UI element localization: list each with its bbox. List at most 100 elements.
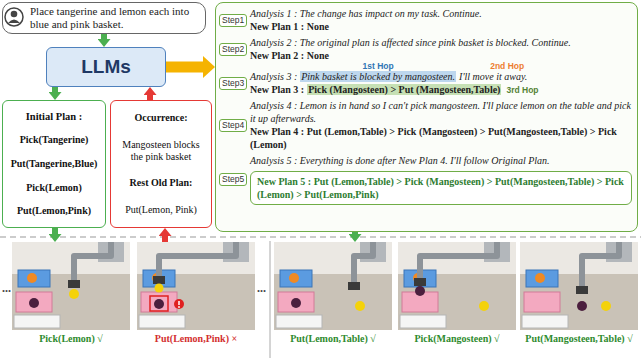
step-tag: Step4 — [219, 119, 247, 132]
robot-photo-part — [74, 242, 111, 280]
step-tag: Step1 — [219, 14, 247, 27]
photo-area — [274, 242, 392, 330]
analysis-text: Analysis 4 : Lemon is in hand so I can't… — [250, 100, 631, 124]
initial-plan-box: Initial Plan :Pick(Tangerine)Put(Tangeri… — [2, 100, 106, 228]
robot-photo-part — [178, 301, 180, 305]
divider-dashed — [0, 237, 641, 238]
robot-photo-part — [29, 298, 39, 308]
node-text: Step1 — [222, 15, 244, 26]
hop-tag: 3rd Hop — [506, 85, 538, 95]
robot-photo-part — [153, 276, 165, 284]
robot-photo-part — [582, 242, 619, 286]
ellipsis-mark: ... — [257, 281, 266, 296]
node-text: Step3 — [222, 78, 244, 89]
text-row: Analysis 2 : The original plan is affect… — [250, 36, 632, 49]
node-text: Pick(Lemon) — [7, 182, 101, 194]
step-group: Analysis 3 :Pink basket is blocked by ma… — [250, 70, 632, 96]
robot-photo-part — [150, 296, 168, 311]
text-row: New Plan 4 : Put (Lemon,Table) > Pick (M… — [250, 125, 632, 151]
step-group: Analysis 5 : Everything is done after Ne… — [250, 154, 632, 205]
plan-text: New Plan 1 : None — [250, 21, 329, 32]
photo-caption: Pick(Mangosteen) √ — [398, 330, 516, 345]
reasoning-panel: Analysis 1 : The change has impact on my… — [215, 2, 638, 232]
robot-photo-part — [12, 242, 130, 330]
robot-photo-part — [415, 286, 425, 296]
user-icon — [5, 8, 23, 26]
step-group: Analysis 2 : The original plan is affect… — [250, 36, 632, 62]
photo-frame: Put(Lemon,Table) √ — [274, 242, 392, 345]
divider-vertical — [270, 241, 271, 358]
robot-photo-part — [354, 242, 373, 282]
connector-arrow — [101, 34, 107, 39]
robot-photo-part — [274, 242, 392, 330]
text-row: Analysis 5 : Everything is done after Ne… — [250, 154, 632, 167]
node-text: New Plan 5 : Put (Lemon,Table) > Pick (M… — [257, 175, 625, 201]
hop-tag: 1st Hop — [363, 61, 394, 71]
analysis-text: I'll move it away. — [459, 71, 527, 82]
photo-caption: Put(Lemon,Table) √ — [274, 330, 392, 345]
robot-photo-part — [291, 298, 301, 308]
user-icon-part — [5, 8, 23, 26]
step-group: Analysis 4 : Lemon is in hand so I can't… — [250, 99, 632, 151]
node-text: LLMs — [81, 56, 131, 78]
text-row: Analysis 4 : Lemon is in hand so I can't… — [250, 99, 632, 125]
photo-area — [137, 242, 255, 330]
analysis-text: Analysis 2 : The original plan is affect… — [250, 37, 571, 48]
robot-photo — [274, 242, 392, 330]
panel-column: Analysis 1 : The change has impact on my… — [250, 7, 632, 208]
node-text: Step5 — [222, 174, 244, 185]
occurrence-box: Occurrence:Mangosteen blocks the pink ba… — [110, 100, 212, 228]
prompt-bubble: Place tangerine and lemon each into blue… — [2, 2, 206, 34]
robot-photo — [12, 242, 130, 330]
analysis-text: Pink basket is blocked by mangosteen. — [300, 71, 456, 82]
step-tag: Step3 — [219, 77, 247, 90]
text-row: New Plan 2 : None — [250, 49, 632, 62]
connector-arrow — [166, 62, 203, 73]
robot-photo-part — [348, 282, 360, 290]
node-text: Occurrence: — [115, 112, 207, 124]
analysis-text: Analysis 5 : Everything is done after Ne… — [250, 155, 550, 166]
plan-text: New Plan 2 : None — [250, 50, 329, 61]
photo-area — [12, 242, 130, 330]
ellipsis-mark: ... — [2, 281, 11, 296]
robot-photo-part — [68, 280, 80, 288]
text-row: New Plan 3 :Pick (Mangosteen) > Put (Man… — [250, 83, 632, 96]
connector-arrow — [162, 236, 168, 242]
node-text: Step2 — [222, 44, 244, 55]
robot-photo — [137, 242, 255, 330]
robot-photo-part — [577, 301, 587, 311]
robot-photo-part — [420, 242, 497, 278]
node-text: Step4 — [222, 120, 244, 131]
robot-photo-part — [355, 301, 365, 311]
photo-frame: Put(Lemon,Pink) × — [137, 242, 255, 345]
connector-arrow — [352, 232, 358, 234]
photo-caption: Put(Mangosteen,Table) √ — [520, 330, 638, 345]
robot-photo — [520, 242, 638, 330]
photo-frame: Pick(Lemon) √ — [12, 242, 130, 345]
robot-photo-part — [159, 242, 236, 276]
node-text: Put(Lemon,Pink) — [7, 205, 101, 217]
analysis-text: Analysis 1 : The change has impact on my… — [250, 8, 482, 19]
hop-tag: 2nd Hop — [490, 61, 524, 71]
text-row: New Plan 1 : None — [250, 20, 632, 33]
robot-photo-part — [576, 286, 588, 294]
robot-photo-part — [174, 299, 184, 309]
robot-photo — [398, 242, 516, 330]
robot-photo-part — [414, 278, 426, 286]
robot-photo-part — [479, 301, 489, 311]
analysis-text: Analysis 3 : — [250, 71, 297, 82]
node-text: Rest Old Plan: — [115, 177, 207, 189]
text-row: Analysis 3 :Pink basket is blocked by ma… — [250, 70, 632, 83]
robot-photo-part — [520, 242, 638, 330]
robot-photo-part — [137, 242, 255, 330]
robot-photo-part — [155, 284, 164, 293]
text-row: Analysis 1 : The change has impact on my… — [250, 7, 632, 20]
node-text: Put(Tangerine,Blue) — [7, 158, 101, 170]
user-icon-part — [11, 11, 18, 18]
photo-area — [398, 242, 516, 330]
llm-box: LLMs — [46, 47, 166, 87]
new-plan-box: New Plan 5 : Put (Lemon,Table) > Pick (M… — [250, 171, 632, 205]
plan-text: New Plan 4 : Put (Lemon,Table) > Pick (M… — [250, 126, 617, 150]
node-text: Place tangerine and lemon each into blue… — [30, 5, 201, 31]
